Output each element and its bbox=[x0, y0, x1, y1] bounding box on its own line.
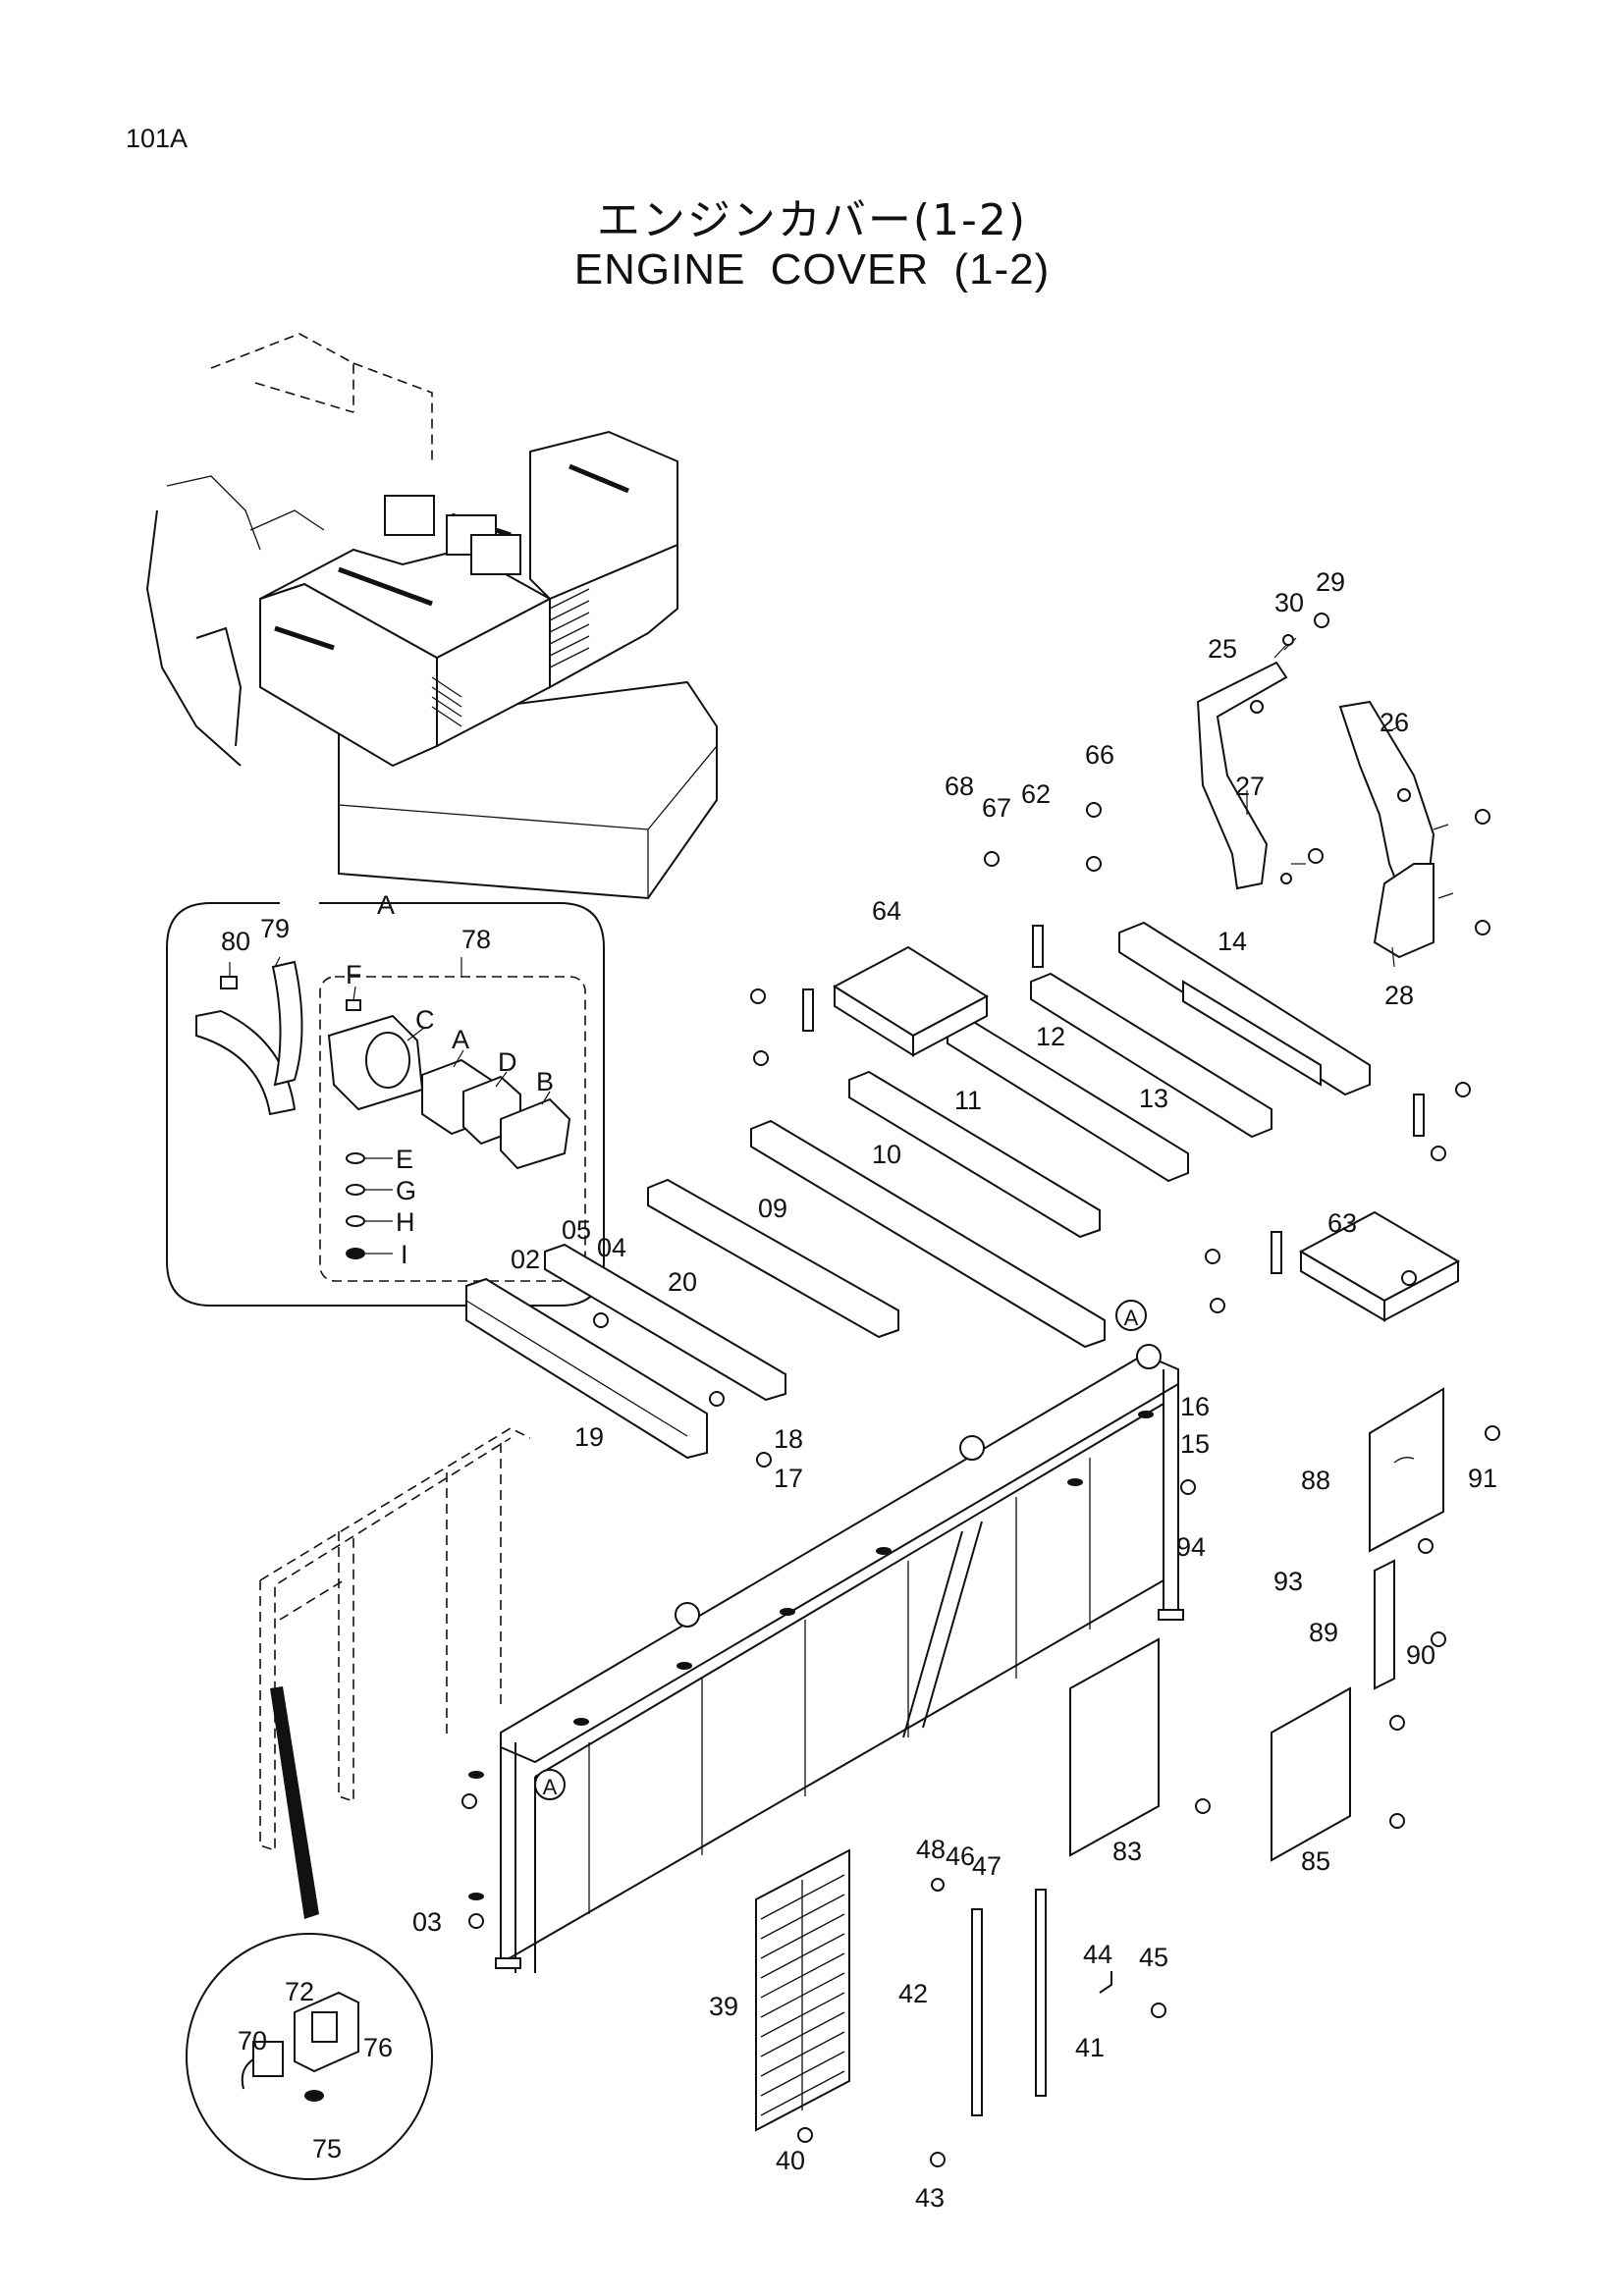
part-label-f: F bbox=[346, 960, 362, 989]
callout-64: 64 bbox=[872, 896, 901, 926]
callout-80: 80 bbox=[221, 927, 250, 956]
callout-30: 30 bbox=[1274, 588, 1304, 617]
title-english: ENGINE COVER (1-2) bbox=[573, 245, 1051, 294]
callout-20: 20 bbox=[668, 1267, 697, 1297]
enclosure-frame: A A bbox=[259, 1300, 1184, 1973]
callout-91: 91 bbox=[1468, 1464, 1497, 1493]
callout-76: 76 bbox=[363, 2033, 393, 2062]
callout-26: 26 bbox=[1380, 708, 1409, 737]
machine-overview-drawing bbox=[145, 333, 718, 900]
callout-25: 25 bbox=[1208, 634, 1237, 664]
callout-89: 89 bbox=[1309, 1618, 1338, 1647]
part-number-callouts: 29 30 25 26 27 28 66 67 68 62 64 14 12 1… bbox=[221, 567, 1497, 2213]
callout-09: 09 bbox=[758, 1194, 787, 1223]
detail-a-sub-labels: C F A D B E G H I bbox=[346, 960, 554, 1269]
callout-45: 45 bbox=[1139, 1943, 1168, 1972]
callout-02: 02 bbox=[511, 1245, 540, 1274]
side-frames-63-64 bbox=[802, 925, 1461, 1322]
callout-10: 10 bbox=[872, 1140, 901, 1169]
part-label-b: B bbox=[536, 1067, 554, 1096]
callout-27: 27 bbox=[1235, 772, 1265, 801]
part-label-e: E bbox=[396, 1145, 413, 1174]
handrails-41-42 bbox=[971, 1889, 1112, 2116]
callout-11: 11 bbox=[954, 1086, 982, 1115]
callout-05: 05 bbox=[562, 1215, 591, 1245]
marker-a-upper: A bbox=[1124, 1306, 1139, 1330]
fasteners bbox=[461, 613, 1500, 2167]
detail-a-panel: A bbox=[166, 890, 605, 1307]
part-label-g: G bbox=[396, 1176, 416, 1205]
callout-79: 79 bbox=[260, 914, 290, 943]
page-code: 101A bbox=[126, 124, 189, 153]
callout-39: 39 bbox=[709, 1992, 738, 2021]
callout-72: 72 bbox=[285, 1977, 314, 2006]
callout-42: 42 bbox=[898, 1979, 928, 2008]
callout-12: 12 bbox=[1036, 1022, 1065, 1051]
cover-panels bbox=[1069, 1387, 1444, 1862]
callout-68: 68 bbox=[945, 772, 974, 801]
frame-rails bbox=[465, 921, 1371, 1460]
callout-14: 14 bbox=[1218, 927, 1247, 956]
callout-17: 17 bbox=[774, 1464, 803, 1493]
callout-19: 19 bbox=[574, 1422, 604, 1452]
callout-62: 62 bbox=[1021, 779, 1051, 809]
part-label-c: C bbox=[415, 1005, 435, 1035]
part-label-a: A bbox=[452, 1025, 469, 1054]
callout-67: 67 bbox=[982, 793, 1011, 823]
callout-70: 70 bbox=[238, 2026, 267, 2056]
callout-29: 29 bbox=[1316, 567, 1345, 597]
bracket-assembly-25-28 bbox=[1196, 637, 1454, 968]
callout-88: 88 bbox=[1301, 1466, 1330, 1495]
callout-15: 15 bbox=[1180, 1429, 1210, 1459]
callout-63: 63 bbox=[1327, 1208, 1357, 1238]
callout-78: 78 bbox=[461, 925, 491, 954]
callout-18: 18 bbox=[774, 1424, 803, 1454]
callout-90: 90 bbox=[1406, 1640, 1435, 1670]
ladder-39 bbox=[755, 1848, 850, 2132]
detail-a-label: A bbox=[377, 890, 395, 920]
callout-43: 43 bbox=[915, 2183, 945, 2213]
callout-40: 40 bbox=[776, 2146, 805, 2175]
callout-44: 44 bbox=[1083, 1940, 1112, 1969]
callout-41: 41 bbox=[1075, 2033, 1105, 2062]
callout-03: 03 bbox=[412, 1907, 442, 1937]
callout-28: 28 bbox=[1384, 981, 1414, 1010]
part-label-i: I bbox=[401, 1240, 408, 1269]
switch-detail-circle bbox=[186, 1686, 433, 2180]
callout-75: 75 bbox=[312, 2134, 342, 2163]
marker-a-lower: A bbox=[543, 1775, 558, 1799]
callout-93: 93 bbox=[1273, 1567, 1303, 1596]
callout-04: 04 bbox=[597, 1233, 626, 1262]
part-label-h: H bbox=[396, 1207, 415, 1237]
callout-83: 83 bbox=[1112, 1837, 1142, 1866]
part-label-d: D bbox=[498, 1047, 517, 1077]
callout-85: 85 bbox=[1301, 1846, 1330, 1876]
callout-48: 48 bbox=[916, 1835, 946, 1864]
callout-66: 66 bbox=[1085, 740, 1114, 770]
callout-47: 47 bbox=[972, 1851, 1001, 1881]
callout-46: 46 bbox=[946, 1842, 975, 1871]
callout-94: 94 bbox=[1176, 1532, 1206, 1562]
title-japanese: エンジンカバー(1-2) bbox=[596, 195, 1028, 245]
callout-13: 13 bbox=[1139, 1084, 1168, 1113]
callout-16: 16 bbox=[1180, 1392, 1210, 1421]
